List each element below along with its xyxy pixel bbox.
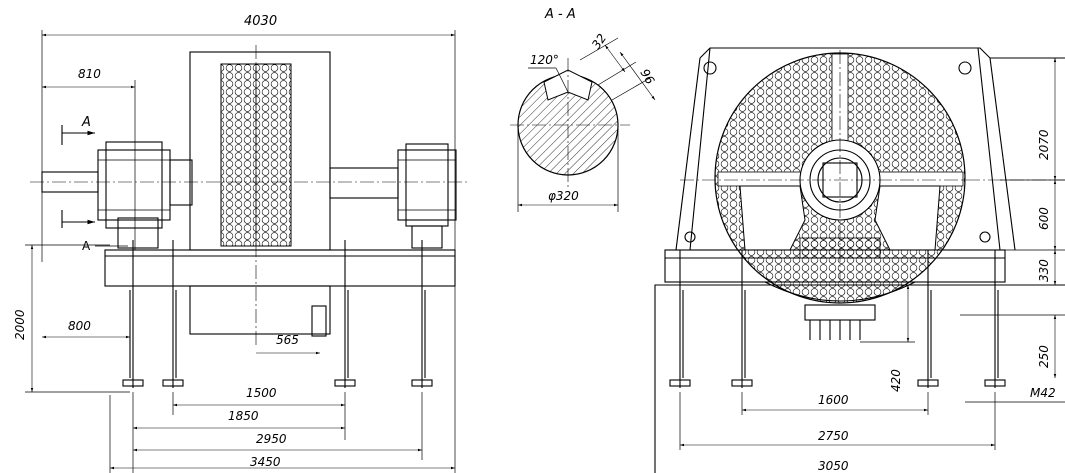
section-marker-top: A bbox=[81, 115, 91, 130]
dim-2070: 2070 bbox=[1037, 129, 1051, 160]
front-view: 2070 600 330 250 420 M42 1600 2750 3050 bbox=[654, 47, 1065, 473]
angle-120: 120° bbox=[530, 53, 559, 67]
side-view: 4030 810 A bbox=[13, 14, 470, 473]
dim-2950: 2950 bbox=[256, 432, 287, 446]
anchor-bolts-side bbox=[122, 240, 433, 388]
bolt-thread-m42: M42 bbox=[1030, 386, 1056, 400]
dim-96: 96 bbox=[637, 67, 657, 88]
dim-600: 600 bbox=[1037, 207, 1051, 230]
dim-250: 250 bbox=[1037, 345, 1051, 368]
dim-diameter: φ320 bbox=[548, 189, 579, 203]
anchor-bolts-front bbox=[669, 250, 1006, 388]
dim-3050: 3050 bbox=[818, 459, 849, 473]
dim-800: 800 bbox=[68, 319, 91, 333]
dim-1600: 1600 bbox=[818, 393, 849, 407]
terminal-pins bbox=[809, 320, 861, 340]
dim-420: 420 bbox=[889, 369, 903, 392]
dim-330: 330 bbox=[1037, 259, 1051, 282]
dim-2750: 2750 bbox=[818, 429, 849, 443]
dim-3450: 3450 bbox=[250, 455, 281, 469]
dim-4030: 4030 bbox=[244, 14, 277, 29]
section-a-a: A - A 120° 32 96 φ320 bbox=[510, 7, 657, 212]
section-title: A - A bbox=[544, 7, 576, 22]
dim-2000: 2000 bbox=[13, 309, 27, 340]
dim-32: 32 bbox=[589, 31, 609, 52]
dim-810: 810 bbox=[78, 67, 101, 81]
dim-565: 565 bbox=[276, 333, 299, 347]
anchor-label: A bbox=[82, 239, 91, 253]
dim-1500: 1500 bbox=[246, 386, 277, 400]
dim-1850: 1850 bbox=[228, 409, 259, 423]
